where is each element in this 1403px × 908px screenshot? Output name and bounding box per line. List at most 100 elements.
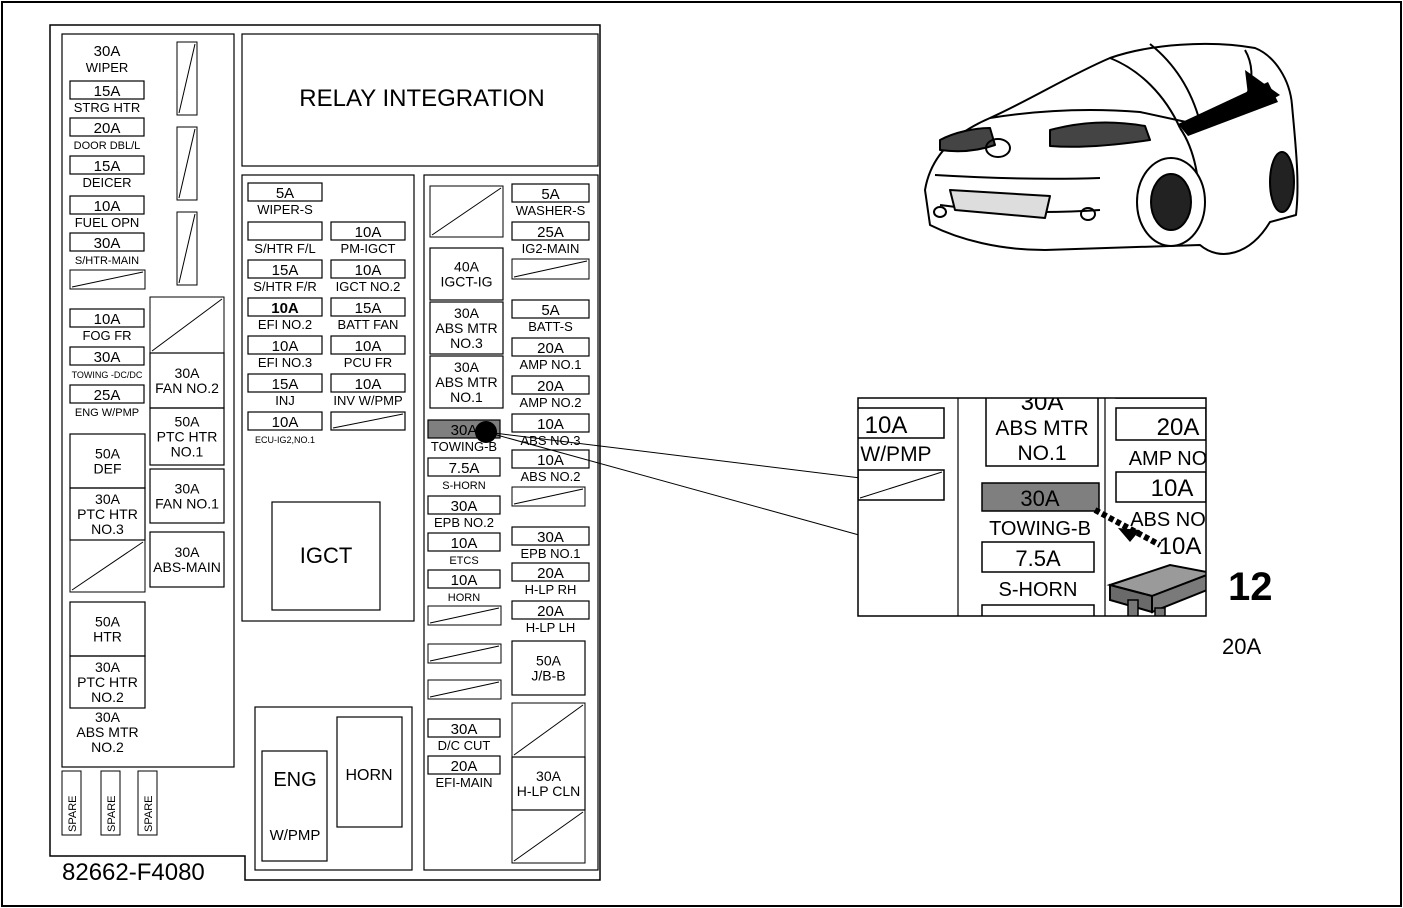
- fuse-label: PTC HTR: [77, 674, 138, 690]
- fuse-rating: 25A: [94, 387, 121, 404]
- fuse-slot: [511, 183, 590, 203]
- fuse-label: IGCT NO.2: [336, 279, 401, 294]
- empty-slot-mark: [332, 413, 404, 429]
- fuse-label: DEICER: [82, 175, 131, 190]
- fuse-slot: [330, 411, 406, 431]
- fuse-label: BATT-S: [528, 319, 573, 334]
- fuse-rating: 30A: [94, 349, 121, 366]
- highlighted-fuse-slot: [981, 482, 1100, 512]
- horn-label: HORN: [345, 767, 392, 784]
- fuse-slot: [511, 562, 590, 582]
- fuse-label: WIPER: [86, 60, 129, 75]
- zoom-text: 10A: [1151, 475, 1194, 502]
- fuse-label: INV W/PMP: [333, 393, 402, 408]
- fuse-rating: 30A: [95, 709, 121, 725]
- fuse-label: EFI-MAIN: [435, 775, 492, 790]
- fuse-rating: 30A: [94, 235, 121, 252]
- fuse-slot: [247, 221, 323, 241]
- fuse-slot: [330, 335, 406, 355]
- fuse-label: PTC HTR: [77, 506, 138, 522]
- fuse-rating: 30A: [537, 529, 564, 546]
- fuse-label: DEF: [94, 461, 122, 477]
- fuse-label: NO.1: [450, 389, 483, 405]
- fuse-slot: [511, 337, 590, 357]
- fuse-slot: [511, 600, 590, 620]
- zoom-text: 7.5A: [1015, 546, 1061, 571]
- large-fuse-slot: [429, 355, 504, 409]
- fuse-slot: [69, 232, 145, 252]
- large-fuse-slot: [149, 468, 225, 524]
- large-fuse-slot: [149, 407, 225, 466]
- callout-line-bottom: [485, 431, 889, 544]
- zoom-text: NO.1: [1017, 442, 1066, 465]
- fuse-rating: 30A: [454, 305, 480, 321]
- fuse-rating: 20A: [537, 340, 564, 357]
- zoom-text: W/PMP: [860, 443, 931, 466]
- fuse-slot: [330, 297, 406, 317]
- fuse-label: S-HORN: [442, 480, 485, 492]
- fuse-rating: 30A: [536, 768, 562, 784]
- fuse-label: FOG FR: [82, 328, 131, 343]
- fuse-slot: [511, 526, 590, 546]
- fuse-rating: 30A: [94, 43, 121, 60]
- callout-rating: 20A: [1222, 634, 1261, 659]
- fuse-rating: 15A: [272, 376, 299, 393]
- zoom-text: 10A: [865, 412, 908, 439]
- fuse-rating: 25A: [537, 224, 564, 241]
- fuse-label: AMP NO.1: [520, 357, 582, 372]
- fuse-rating: 15A: [272, 262, 299, 279]
- fuse-slot: [427, 457, 501, 477]
- fuse-rating: 30A: [454, 359, 480, 375]
- fuse-rating: 10A: [355, 224, 382, 241]
- fuse-slot: [69, 195, 145, 215]
- fuse-rating: 40A: [454, 259, 480, 275]
- fuse-slot: [511, 299, 590, 319]
- fuse-label: EPB NO.1: [521, 546, 581, 561]
- fuse-slot: [427, 569, 501, 589]
- fuse-slot: [69, 117, 145, 137]
- fuse-rating: 10A: [451, 535, 478, 552]
- spare-label: SPARE: [106, 796, 118, 832]
- fuse-rating: 5A: [541, 186, 559, 203]
- fuse-rating: 10A: [537, 416, 564, 433]
- fuse-label: TOWING -DC/DC: [72, 370, 143, 380]
- fuse-label: ABS NO.2: [521, 469, 581, 484]
- fuse-rating: 20A: [537, 565, 564, 582]
- fuse-label: ABS MTR: [76, 724, 138, 740]
- fuse-rating: 30A: [175, 365, 201, 381]
- relay-integration-label: RELAY INTEGRATION: [299, 85, 544, 112]
- fuse-label: IG2-MAIN: [522, 241, 580, 256]
- fuse-slot: [511, 375, 590, 395]
- fuse-label: DOOR DBL/L: [74, 140, 141, 152]
- fuse-label: FUEL OPN: [75, 215, 140, 230]
- fuse-rating: 10A: [355, 376, 382, 393]
- fuse-slot: [247, 411, 323, 431]
- fuse-rating: 20A: [94, 120, 121, 137]
- fuse-rating: 15A: [355, 300, 382, 317]
- igct-label: IGCT: [300, 543, 353, 568]
- large-fuse-slot: [69, 655, 146, 709]
- right-panel: [423, 174, 599, 871]
- fuse-rating: 30A: [175, 544, 201, 560]
- fuse-label: S/HTR F/L: [254, 241, 315, 256]
- fuse-label: ABS NO.3: [521, 433, 581, 448]
- fuse-label: H-LP RH: [525, 582, 577, 597]
- fuse-rating: 15A: [94, 158, 121, 175]
- fuse-label: WASHER-S: [516, 203, 586, 218]
- zoom-frame: [857, 397, 1207, 617]
- fuse-label: NO.2: [91, 739, 124, 755]
- fuse-label: HORN: [448, 592, 480, 604]
- fuse-slot: [330, 373, 406, 393]
- fuse-label: ABS MTR: [435, 374, 497, 390]
- fuse-label: PM-IGCT: [341, 241, 396, 256]
- fuse-slot: [511, 413, 590, 433]
- fuse-rating: 20A: [451, 758, 478, 775]
- callout-number: 12: [1228, 565, 1273, 609]
- fuse-rating: 50A: [175, 414, 201, 430]
- fuse-rating: 10A: [272, 338, 299, 355]
